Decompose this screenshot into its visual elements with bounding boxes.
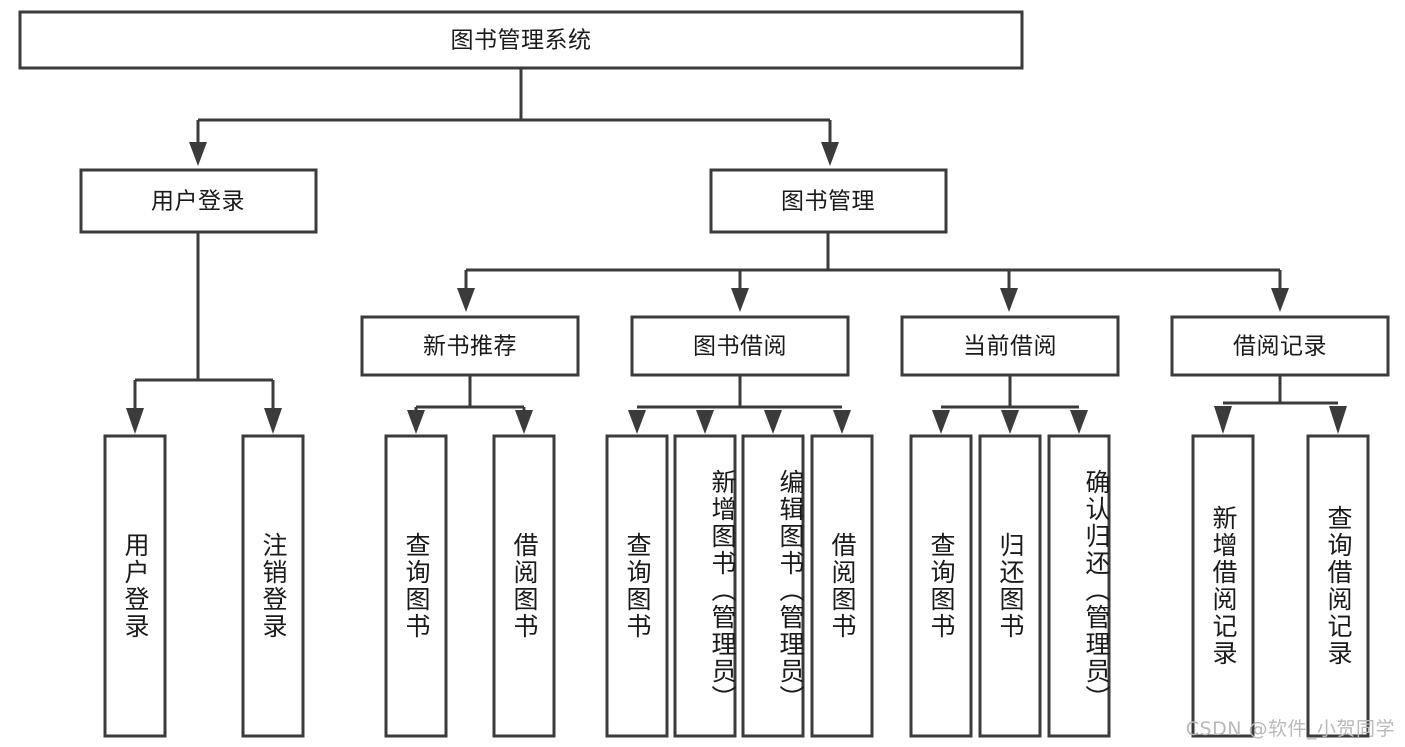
edge-user-login-to-leaves bbox=[126, 232, 282, 434]
arrowhead-borrow-record bbox=[1271, 288, 1289, 312]
leaf-borrow-book-1-box[interactable] bbox=[492, 434, 556, 738]
new-book-recommend-box[interactable] bbox=[360, 315, 580, 377]
root-system-box[interactable] bbox=[18, 10, 1024, 70]
book-borrow-box[interactable] bbox=[630, 315, 850, 377]
borrow-record-box[interactable] bbox=[1170, 315, 1390, 377]
edge-new-book-recommend-to-leaves bbox=[407, 375, 533, 434]
arrowhead-current-borrow bbox=[1000, 288, 1018, 312]
leaf-query-book-1-box[interactable] bbox=[384, 434, 448, 738]
node-user-login[interactable]: 用户登录 bbox=[79, 168, 318, 234]
leaf-borrow-book-2-box[interactable] bbox=[810, 434, 874, 738]
arrowhead-leaf-logout-login bbox=[264, 408, 282, 434]
arrowhead-book-management bbox=[821, 142, 839, 166]
arrowhead-book-borrow bbox=[731, 288, 749, 312]
arrowhead-leaf-add-book bbox=[696, 410, 714, 434]
root-system-label: 图书管理系统 bbox=[451, 28, 592, 54]
arrowhead-leaf-user-login bbox=[126, 408, 144, 434]
edge-current-borrow-to-leaves bbox=[932, 375, 1088, 434]
leaf-query-book-3-box[interactable] bbox=[909, 434, 973, 738]
node-root-system[interactable]: 图书管理系统 bbox=[18, 10, 1024, 70]
edge-book-borrow-to-leaves bbox=[628, 375, 851, 434]
arrowhead-user-login bbox=[189, 142, 207, 166]
leaf-edit-book-box[interactable] bbox=[741, 434, 805, 738]
arrowhead-leaf-add-borrow-record bbox=[1214, 406, 1232, 434]
arrowhead-leaf-query-book-1 bbox=[407, 410, 425, 434]
book-management-box[interactable] bbox=[709, 168, 948, 234]
csdn-watermark: CSDN @软件_小贺同学 bbox=[1185, 718, 1395, 740]
edge-borrow-record-to-leaves bbox=[1214, 375, 1347, 434]
arrowhead-leaf-edit-book bbox=[764, 410, 782, 434]
arrowhead-leaf-confirm-return bbox=[1070, 410, 1088, 434]
node-new-book-recommend[interactable]: 新书推荐 bbox=[360, 315, 580, 377]
node-current-borrow[interactable]: 当前借阅 bbox=[900, 315, 1120, 377]
arrowhead-leaf-query-book-2 bbox=[628, 410, 646, 434]
arrowhead-new-book-recommend bbox=[457, 288, 475, 312]
book-management-label: 图书管理 bbox=[781, 189, 875, 215]
edge-book-management-to-level3 bbox=[457, 232, 1289, 312]
node-book-management[interactable]: 图书管理 bbox=[709, 168, 948, 234]
arrowhead-leaf-borrow-book-2 bbox=[833, 410, 851, 434]
leaf-query-borrow-record-box[interactable] bbox=[1306, 434, 1370, 738]
current-borrow-box[interactable] bbox=[900, 315, 1120, 377]
node-book-borrow[interactable]: 图书借阅 bbox=[630, 315, 850, 377]
leaf-logout-login-box[interactable] bbox=[241, 434, 305, 738]
arrowhead-leaf-query-book-3 bbox=[932, 410, 950, 434]
arrowhead-leaf-borrow-book-1 bbox=[515, 410, 533, 434]
leaf-add-borrow-record-box[interactable] bbox=[1191, 434, 1255, 738]
leaf-query-book-2-box[interactable] bbox=[605, 434, 669, 738]
new-book-recommend-label: 新书推荐 bbox=[423, 334, 517, 360]
current-borrow-label: 当前借阅 bbox=[963, 334, 1057, 360]
edge-root-to-level2 bbox=[189, 68, 839, 166]
leaf-return-book-box[interactable] bbox=[978, 434, 1042, 738]
leaf-user-login-box[interactable] bbox=[103, 434, 167, 738]
arrowhead-leaf-return-book bbox=[1001, 410, 1019, 434]
arrowhead-leaf-query-borrow-record bbox=[1329, 406, 1347, 434]
node-borrow-record[interactable]: 借阅记录 bbox=[1170, 315, 1390, 377]
user-login-label: 用户登录 bbox=[151, 189, 245, 215]
borrow-record-label: 借阅记录 bbox=[1233, 334, 1327, 360]
leaf-confirm-return-box[interactable] bbox=[1047, 434, 1111, 738]
leaf-add-book-box[interactable] bbox=[673, 434, 737, 738]
book-borrow-label: 图书借阅 bbox=[693, 334, 787, 360]
